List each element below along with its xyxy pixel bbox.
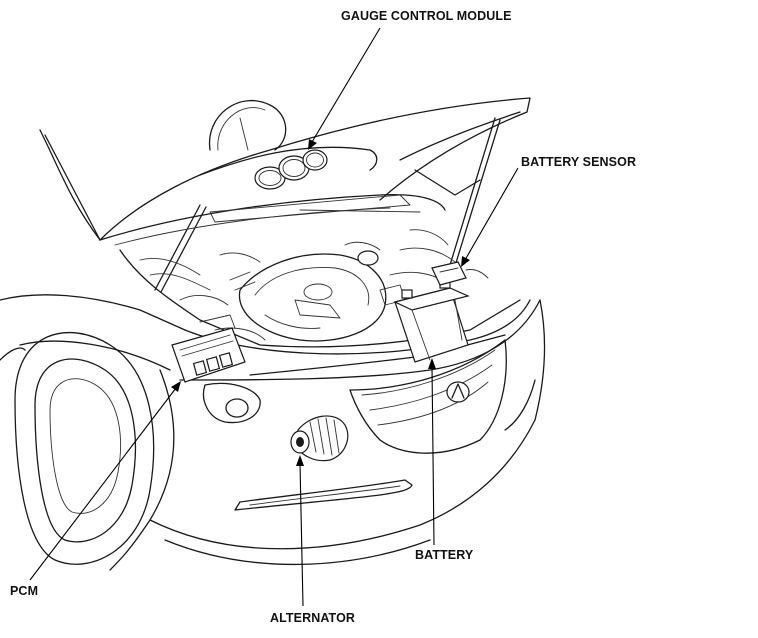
label-battery-sensor: BATTERY SENSOR <box>521 155 637 169</box>
alternator-unit <box>290 415 349 462</box>
label-alternator: ALTERNATOR <box>270 611 356 625</box>
leader-gauge-control-module <box>311 27 381 143</box>
battery-sensor-unit <box>431 261 489 286</box>
leader-lines <box>29 27 519 607</box>
engine-compartment <box>119 229 521 348</box>
leader-battery <box>431 365 435 546</box>
leader-battery-sensor <box>464 167 519 261</box>
label-gauge-control-module: GAUGE CONTROL MODULE <box>341 9 512 23</box>
pcm-unit <box>171 314 246 383</box>
hood <box>99 97 531 293</box>
gauge-cluster <box>199 146 378 190</box>
leader-pcm <box>29 387 177 581</box>
cowl-panel <box>99 194 446 246</box>
lower-vent <box>234 379 536 511</box>
battery-unit <box>393 279 470 363</box>
steering-wheel <box>208 99 287 151</box>
label-pcm: PCM <box>10 584 39 598</box>
headlight <box>202 382 261 424</box>
label-battery: BATTERY <box>415 548 474 562</box>
car-body-outline <box>0 129 546 571</box>
leader-alternator <box>299 462 304 607</box>
front-wheel <box>0 332 155 565</box>
